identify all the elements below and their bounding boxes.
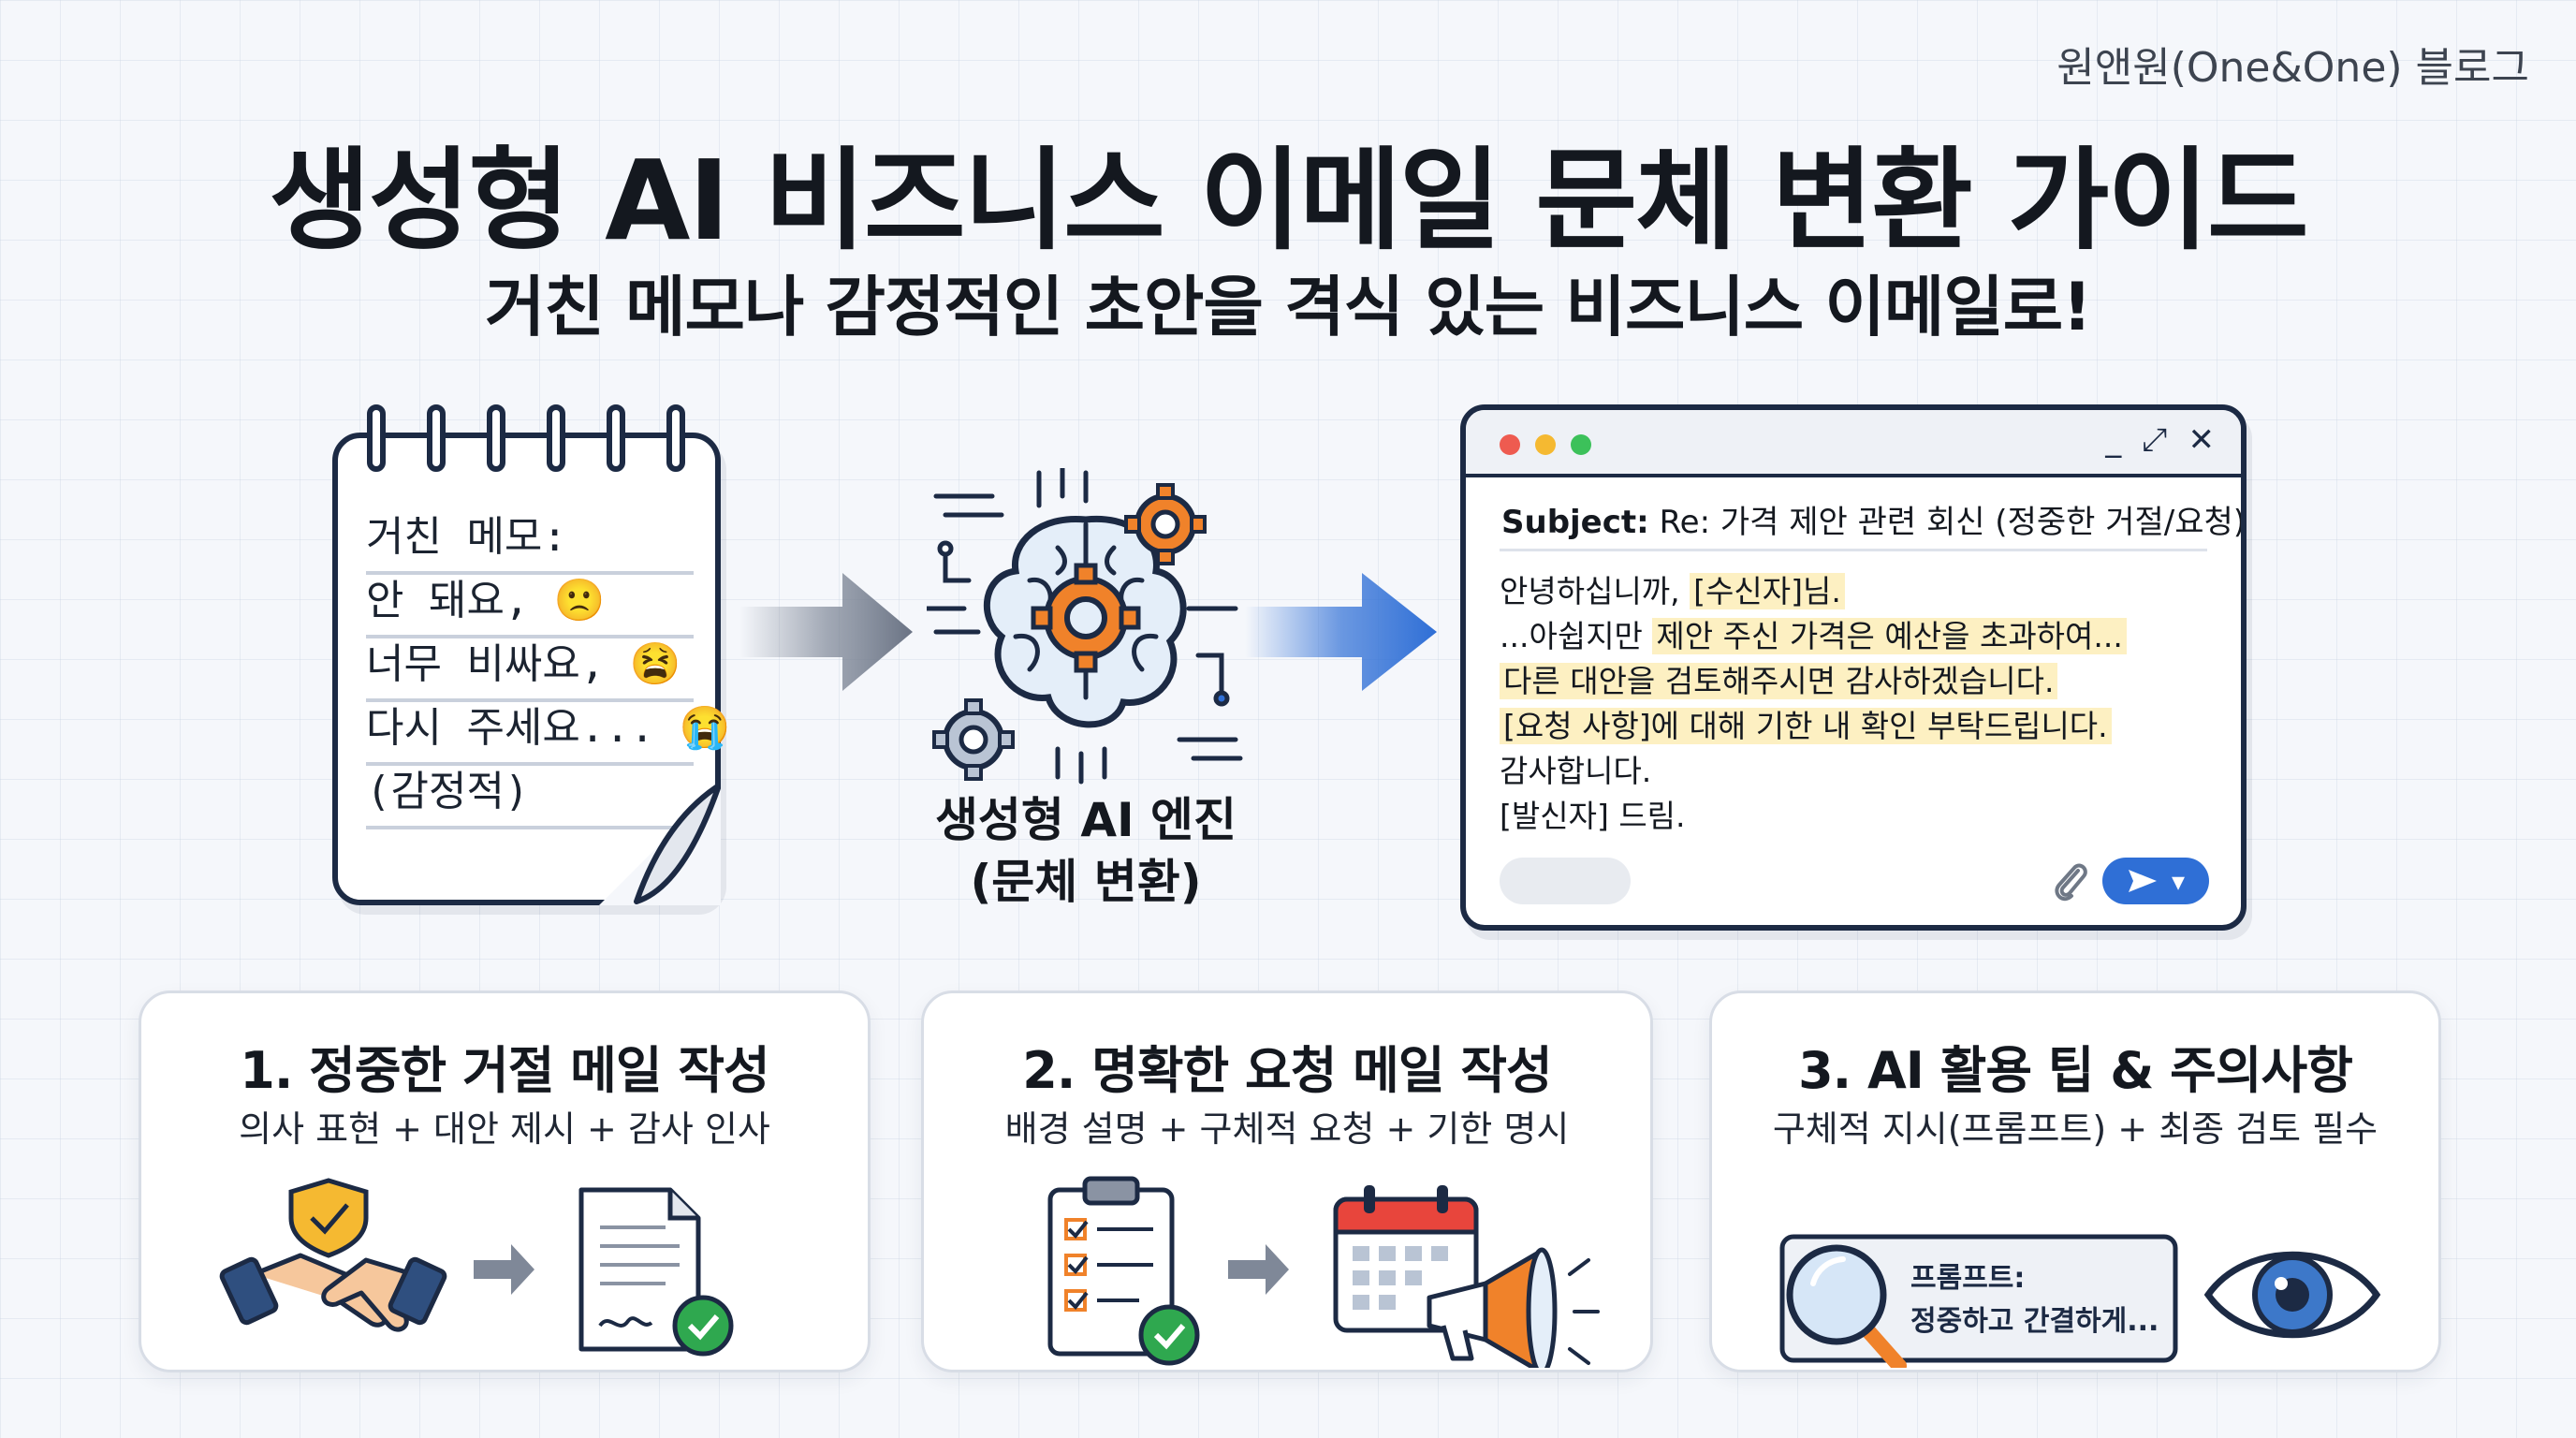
prompt-box: 프롬프트: 정중하고 간결하게... [1779,1234,2178,1363]
card-subtitle: 구체적 지시(프롬프트) + 최종 검토 필수 [1772,1108,2378,1150]
minimize-dot-icon[interactable] [1535,434,1556,455]
signed-document-icon [578,1187,734,1357]
memo-line: 너무 비싸요, 😫 [366,638,694,702]
send-button[interactable]: ▾ [2102,858,2209,904]
page-subtitle: 거친 메모나 감정적인 초안을 격식 있는 비즈니스 이메일로! [484,269,2092,345]
megaphone-icon [1427,1247,1600,1368]
memo-line: (감정적) [366,766,694,829]
page-curl-icon [599,784,721,905]
handshake-icon [219,1178,447,1332]
card-illustration [219,1178,734,1357]
memo-line: 거친 메모: [366,511,694,575]
memo-line: 안 돼요, 🙁 [366,575,694,638]
email-titlebar: _ ⤢ ✕ [1466,410,2241,477]
ai-brain-engine-icon [927,468,1243,785]
arrow-right-icon [474,1244,534,1295]
card-ai-tips: 3. AI 활용 팁 & 주의사항 구체적 지시(프롬프트) + 최종 검토 필… [1709,990,2441,1372]
expand-icon[interactable]: ⤢ [2142,421,2168,459]
arrow-right-icon [1228,1244,1289,1295]
card-subtitle: 배경 설명 + 구체적 요청 + 기한 명시 [1004,1108,1570,1150]
page-title: 생성형 AI 비즈니스 이메일 문체 변환 가이드 [269,136,2308,265]
card-polite-refusal: 1. 정중한 거절 메일 작성 의사 표현 + 대안 제시 + 감사 인사 [139,990,871,1372]
memo-line: 다시 주세요... 😭 [366,702,731,766]
arrow-right-icon [1245,573,1437,691]
checklist-clipboard-icon [1047,1176,1200,1366]
prompt-label: 프롬프트: [1910,1262,2025,1295]
card-title: 2. 명확한 요청 메일 작성 [1022,1041,1552,1100]
email-subject: Subject: Re: 가격 제안 관련 회신 (정중한 거절/요청) [1501,504,2247,541]
business-email-window: _ ⤢ ✕ Subject: Re: 가격 제안 관련 회신 (정중한 거절/요… [1460,404,2247,931]
prompt-example: 정중하고 간결하게... [1910,1305,2159,1338]
magnifier-icon [1786,1244,1907,1368]
divider [1500,549,2207,551]
send-icon [2128,870,2157,892]
chevron-down-icon: ▾ [2171,865,2186,897]
rough-memo-notepad: 거친 메모: 안 돼요, 🙁 너무 비싸요, 😫 다시 주세요... 😭 (감정… [332,433,731,905]
card-illustration [1047,1176,1600,1368]
card-clear-request: 2. 명확한 요청 메일 작성 배경 설명 + 구체적 요청 + 기한 명시 [921,990,1653,1372]
eye-icon [2203,1251,2381,1339]
close-dot-icon[interactable] [1500,434,1520,455]
compose-pill[interactable] [1500,858,1631,904]
email-body: 안녕하십니까, [수신자]님. ...아쉽지만 제안 주신 가격은 예산을 초과… [1500,569,2211,839]
card-title: 3. AI 활용 팁 & 주의사항 [1798,1041,2353,1100]
card-subtitle: 의사 표현 + 대안 제시 + 감사 인사 [239,1108,770,1150]
close-icon[interactable]: ✕ [2188,421,2216,459]
arrow-right-icon [739,573,913,691]
blog-brand: 원앤원(One&One) 블로그 [2056,44,2529,92]
card-illustration: 프롬프트: 정중하고 간결하게... [1779,1234,2381,1368]
card-title: 1. 정중한 거절 메일 작성 [240,1041,769,1100]
minimize-icon[interactable]: _ [2105,421,2122,459]
paperclip-icon[interactable] [2050,858,2091,904]
maximize-dot-icon[interactable] [1571,434,1591,455]
ai-engine-label: 생성형 AI 엔진 (문체 변환) [934,793,1237,909]
notepad-rings [367,404,685,479]
